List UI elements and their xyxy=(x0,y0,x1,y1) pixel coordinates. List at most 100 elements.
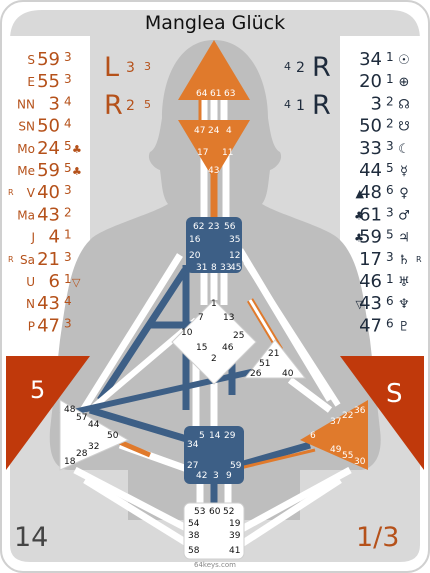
design-fixing-mark: ▽ xyxy=(72,276,81,289)
sp-gate-30: 30 xyxy=(354,457,366,467)
design-planet-label: U xyxy=(26,275,35,289)
personality-fixing-mark: ♣ xyxy=(354,209,364,222)
design-planet-label: N xyxy=(26,297,35,311)
ajna-center xyxy=(178,120,250,180)
root-gate-60: 60 xyxy=(209,507,221,517)
left-corner-triangle xyxy=(6,356,90,470)
spleen-center xyxy=(59,399,130,471)
personality-fixing-mark: ▽ xyxy=(356,298,365,311)
design-gate-value: 4 xyxy=(49,227,60,248)
sacral-gate-5: 5 xyxy=(199,431,205,441)
design-line-value: 2 xyxy=(64,205,72,219)
g-gate-15: 15 xyxy=(196,343,207,353)
root-center xyxy=(183,502,245,560)
ego-gate-26: 26 xyxy=(250,369,262,379)
design-planet-label: Mo xyxy=(17,142,35,156)
root-gate-39: 39 xyxy=(229,531,241,541)
g-gate-2: 2 xyxy=(211,354,217,364)
personality-gate-value: 50 xyxy=(359,116,382,137)
design-line-value: 1 xyxy=(64,228,72,242)
personality-line-value: 1 xyxy=(386,50,394,64)
throat-gate-45: 45 xyxy=(230,263,241,273)
g-gate-10: 10 xyxy=(181,328,193,338)
personality-gate-value: 47 xyxy=(359,315,382,336)
design-line-value: 4 xyxy=(64,94,72,108)
design-line-value: 3 xyxy=(64,72,72,86)
planet-symbol-icon: ♄ xyxy=(398,253,410,268)
sacral-gate-14: 14 xyxy=(209,431,221,441)
design-gate-value: 59 xyxy=(37,160,60,181)
footer-site: 64keys.com xyxy=(194,561,236,569)
design-line-value: 4 xyxy=(64,117,72,131)
throat-gate-35: 35 xyxy=(229,235,240,245)
spleen-gate-32: 32 xyxy=(88,442,99,452)
planet-symbol-icon: ♆ xyxy=(398,297,410,312)
planet-symbol-icon: ⊕ xyxy=(399,75,410,90)
planet-symbol-icon: ♃ xyxy=(398,231,410,246)
ajna-gate-11: 11 xyxy=(222,148,233,158)
personality-var-bottom-letter: R xyxy=(312,90,331,121)
planet-symbol-icon: ☿ xyxy=(400,164,408,179)
design-planet-label: Me xyxy=(17,164,35,178)
design-line-value: 3 xyxy=(64,316,72,330)
sp-gate-22: 22 xyxy=(342,411,353,421)
root-gate-19: 19 xyxy=(229,519,241,529)
design-planet-label: SN xyxy=(18,120,35,134)
sacral-gate-59: 59 xyxy=(230,461,242,471)
spleen-gate-18: 18 xyxy=(64,457,76,467)
design-planet-label: S xyxy=(27,53,35,67)
throat-gate-20: 20 xyxy=(189,251,201,261)
design-planet-label: V xyxy=(27,186,36,200)
head-gate-61: 61 xyxy=(210,89,221,99)
design-planet-label: Ma xyxy=(17,208,35,222)
design-gate-value: 55 xyxy=(37,71,60,92)
design-fixing-mark: ♣ xyxy=(72,143,82,156)
sacral-gate-42: 42 xyxy=(196,471,207,481)
personality-line-value: 3 xyxy=(386,139,394,153)
channels xyxy=(59,100,352,548)
sacral-gate-9: 9 xyxy=(226,471,232,481)
personality-line-value: 2 xyxy=(386,117,394,131)
root-gate-41: 41 xyxy=(229,546,240,556)
design-var-top-b: 3 xyxy=(144,60,151,73)
head-gate-63: 63 xyxy=(224,89,235,99)
design-var-bottom-a: 2 xyxy=(126,98,135,114)
sacral-gate-3: 3 xyxy=(213,471,219,481)
g-gate-25: 25 xyxy=(233,331,244,341)
left-corner-label: 5 xyxy=(30,376,45,404)
design-line-value: 5 xyxy=(64,161,72,175)
throat-gate-12: 12 xyxy=(229,251,240,261)
sacral-gate-27: 27 xyxy=(187,461,198,471)
throat-gate-31: 31 xyxy=(196,263,207,273)
design-retro-mark: R xyxy=(8,255,14,264)
planet-symbol-icon: ♀ xyxy=(399,186,409,201)
personality-line-value: 5 xyxy=(386,161,394,175)
sacral-center xyxy=(184,426,244,484)
throat-center xyxy=(186,217,242,273)
ego-center xyxy=(243,339,307,379)
design-variables: L 3 3 R 2 5 xyxy=(104,52,151,121)
personality-var-bottom-a: 1 xyxy=(296,98,305,114)
sp-gate-36: 36 xyxy=(354,406,366,416)
throat-gate-8: 8 xyxy=(211,263,217,273)
chart-title: Manglea Glück xyxy=(145,12,285,34)
throat-gate-33: 33 xyxy=(220,263,231,273)
ego-gate-21: 21 xyxy=(268,349,279,359)
ajna-gate-43: 43 xyxy=(208,166,219,176)
personality-line-value: 3 xyxy=(386,205,394,219)
root-gate-53: 53 xyxy=(194,507,205,517)
design-var-top-letter: L xyxy=(104,52,119,83)
ajna-gate-47: 47 xyxy=(194,126,205,136)
spleen-gate-57: 57 xyxy=(76,413,87,423)
design-gate-value: 47 xyxy=(37,315,60,336)
design-line-value: 4 xyxy=(64,294,72,308)
design-line-value: 1 xyxy=(64,272,72,286)
planet-symbol-icon: ♅ xyxy=(398,275,410,290)
sp-gate-37: 37 xyxy=(330,417,341,427)
root-gate-54: 54 xyxy=(188,519,200,529)
sp-gate-6: 6 xyxy=(310,431,316,441)
personality-var-bottom-b: 4 xyxy=(284,98,291,111)
personality-gate-value: 17 xyxy=(359,249,382,270)
